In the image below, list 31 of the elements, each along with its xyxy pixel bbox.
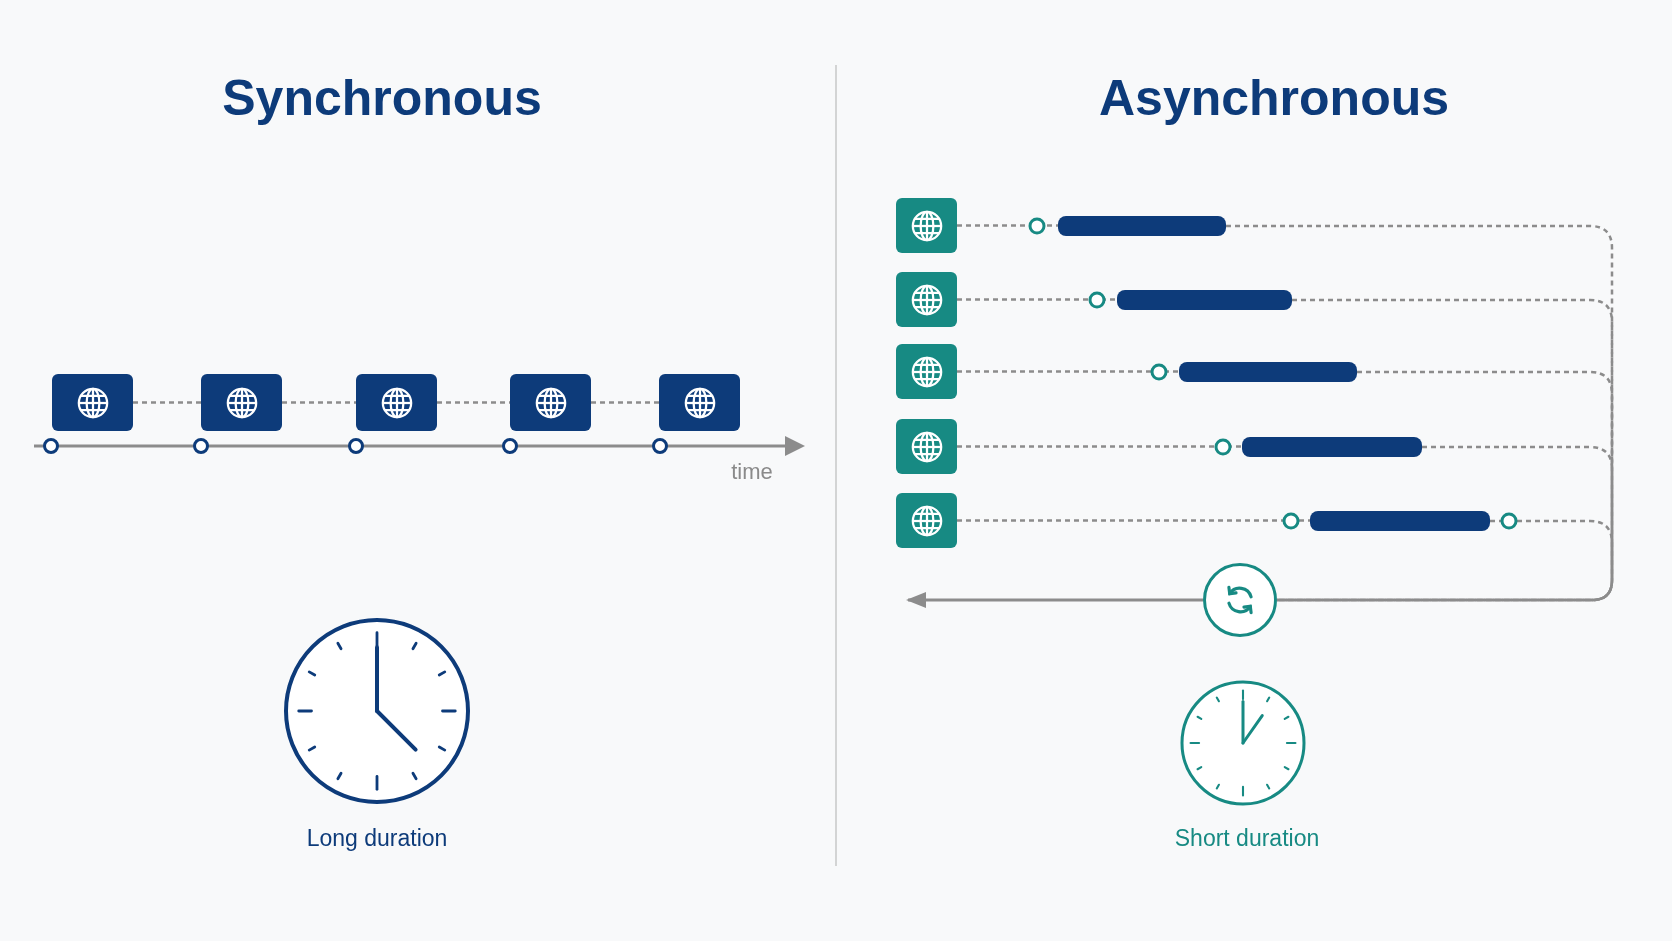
section-heading: Asynchronous xyxy=(1098,69,1450,127)
request-bar xyxy=(1058,216,1226,236)
connector xyxy=(1277,445,1614,602)
request-bar xyxy=(1179,362,1357,382)
duration-label: Long duration xyxy=(306,824,448,852)
request-bar xyxy=(1117,290,1292,310)
request-box xyxy=(896,419,957,474)
connector xyxy=(957,519,1310,522)
connector xyxy=(133,401,201,404)
connector xyxy=(957,370,1179,373)
request-box xyxy=(896,198,957,253)
request-box xyxy=(896,344,957,399)
request-bar xyxy=(1310,511,1490,531)
request-box xyxy=(356,374,437,431)
request-box xyxy=(659,374,740,431)
connector xyxy=(1277,519,1614,602)
connector xyxy=(957,224,1058,227)
duration-label: Short duration xyxy=(1174,824,1320,852)
connector xyxy=(282,401,356,404)
connector xyxy=(906,592,1203,608)
connector xyxy=(957,298,1117,301)
request-box xyxy=(201,374,282,431)
request-bar xyxy=(1242,437,1422,457)
connector xyxy=(957,445,1242,448)
section-heading: Synchronous xyxy=(222,69,542,127)
request-box xyxy=(52,374,133,431)
request-box xyxy=(896,493,957,548)
connector xyxy=(591,401,659,404)
request-box xyxy=(896,272,957,327)
request-box xyxy=(510,374,591,431)
axis-label: time xyxy=(731,459,773,485)
